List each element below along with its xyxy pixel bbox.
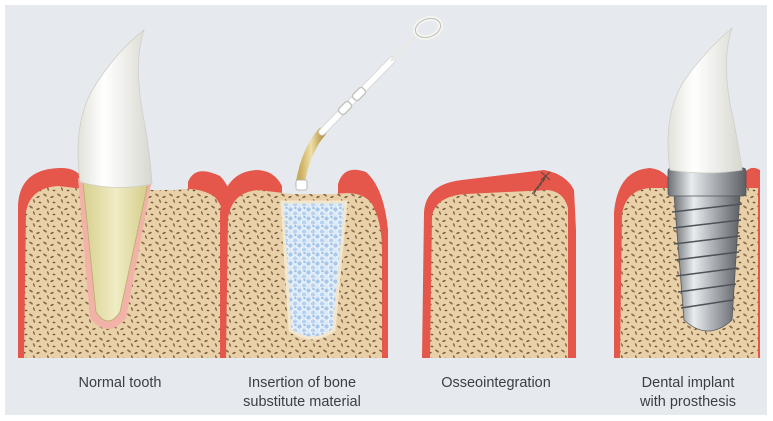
normal-tooth-illustration (18, 30, 236, 358)
caption-normal-tooth: Normal tooth (30, 374, 210, 393)
implant-screw-body (674, 194, 740, 331)
jaw-bone (430, 190, 568, 358)
caption-line: substitute material (212, 393, 392, 412)
prosthetic-crown (668, 28, 742, 173)
caption-line: with prosthesis (598, 393, 773, 412)
syringe-tip (300, 132, 322, 184)
syringe-instrument (296, 15, 443, 190)
syringe-nozzle (296, 180, 307, 190)
caption-line: Normal tooth (30, 374, 210, 393)
caption-line: Dental implant (598, 374, 773, 393)
socket-granules (282, 202, 346, 338)
bone-substitute-illustration (220, 15, 443, 358)
caption-line: Insertion of bone (212, 374, 392, 393)
osseointegration-illustration (422, 170, 576, 358)
caption-osseointegration: Osseointegration (406, 374, 586, 393)
caption-line: Osseointegration (406, 374, 586, 393)
caption-dental-implant: Dental implant with prosthesis (598, 374, 773, 412)
tooth-crown (78, 30, 152, 188)
dental-implant-illustration (614, 28, 760, 358)
caption-bone-substitute: Insertion of bone substitute material (212, 374, 392, 412)
